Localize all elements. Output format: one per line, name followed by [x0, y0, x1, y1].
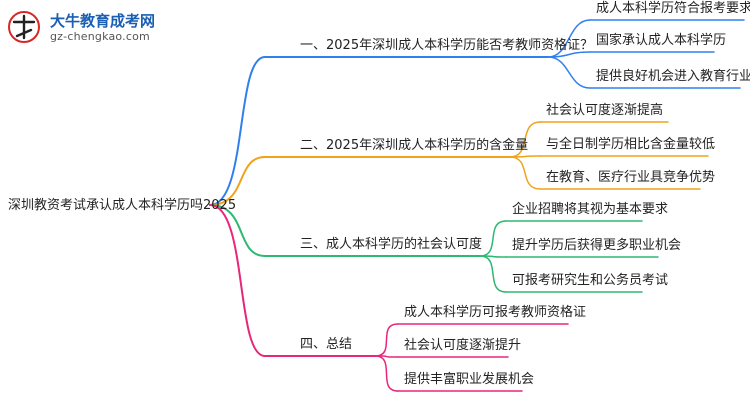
branch-4-label: 四、总结 [300, 337, 353, 352]
branch-1-child-3-label: 提供良好机会进入教育行业 [596, 69, 750, 84]
branch-3-child-2-label: 提升学历后获得更多职业机会 [512, 238, 682, 253]
branch-2-child-2-label: 与全日制学历相比含金量较低 [546, 137, 716, 152]
branch-3-label: 三、成人本科学历的社会认可度 [300, 237, 483, 252]
branch-2-label: 二、2025年深圳成人本科学历的含金量 [300, 138, 529, 153]
branch-1-connector [209, 56, 266, 206]
branch-4-child-1-connector [374, 323, 399, 357]
branch-1-label: 一、2025年深圳成人本科学历能否考教师资格证？ [300, 38, 594, 53]
branch-2-child-1-connector [509, 121, 541, 158]
branch-1-child-2-label: 国家承认成人本科学历 [596, 33, 727, 48]
branch-3-child-3-connector [479, 255, 507, 293]
branch-3-connector [209, 204, 266, 257]
branch-1-child-1-connector [547, 19, 591, 58]
site-logo[interactable]: 大牛教育成考网 gz-chengkao.com [6, 8, 196, 48]
mindmap-root: 深圳教资考试承认成人本科学历吗2025 [8, 198, 237, 213]
branch-2-connector [209, 156, 266, 206]
branch-2-child-1-label: 社会认可度逐渐提高 [546, 103, 664, 118]
branch-3-child-1-label: 企业招聘将其视为基本要求 [512, 202, 669, 217]
branch-4-child-3-label: 提供丰富职业发展机会 [404, 372, 535, 387]
branch-2-child-3-label: 在教育、医疗行业具竞争优势 [546, 170, 716, 185]
branch-4-connector [209, 204, 266, 357]
logo-site-name: 大牛教育成考网 [50, 12, 156, 30]
branch-1-child-1-label: 成人本科学历符合报考要求 [596, 1, 750, 16]
branch-2-child-3-connector [509, 156, 541, 190]
logo-site-url: gz-chengkao.com [50, 30, 150, 43]
branch-3-child-3-label: 可报考研究生和公务员考试 [512, 273, 669, 288]
branch-4-child-1-label: 成人本科学历可报考教师资格证 [404, 305, 587, 320]
branch-4-child-3-connector [374, 355, 399, 392]
daniu-logo-icon [8, 11, 40, 43]
branch-4-child-2-label: 社会认可度逐渐提升 [404, 338, 522, 353]
branch-1-child-3-connector [547, 56, 591, 89]
branch-3-child-1-connector [479, 220, 507, 257]
